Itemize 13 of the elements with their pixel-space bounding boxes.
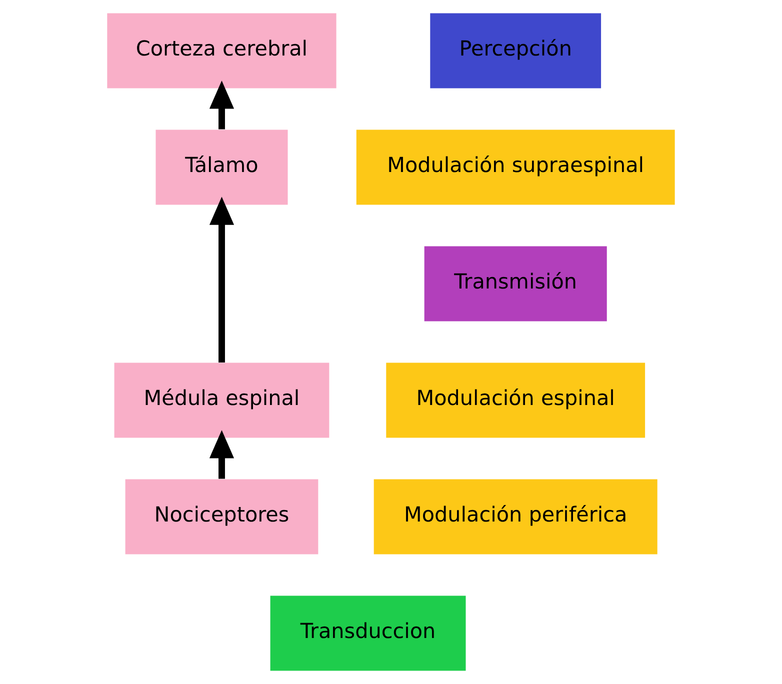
node-box: Modulación supraespinal (356, 130, 675, 205)
node-box: Nociceptores (125, 479, 318, 554)
node-box: Corteza cerebral (107, 13, 336, 88)
arrow (209, 196, 234, 362)
node-box: Modulación periférica (374, 479, 658, 554)
node-box: Tálamo (156, 130, 288, 205)
node-box: Transduccion (270, 596, 466, 671)
node-box: Modulación espinal (386, 362, 646, 438)
node-box: Médula espinal (114, 362, 330, 438)
node-box: Transmisión (424, 246, 607, 322)
arrow (209, 80, 234, 130)
node-box: Percepción (430, 13, 602, 88)
arrow (209, 430, 234, 479)
